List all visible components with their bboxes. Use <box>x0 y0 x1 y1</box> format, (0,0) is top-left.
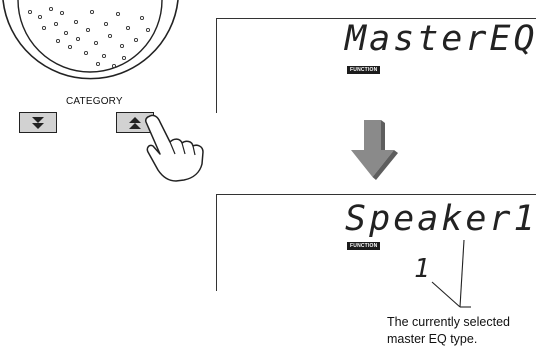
category-down-button[interactable] <box>19 112 57 133</box>
lcd-display-top: MasterEQ FUNCTION <box>216 18 536 113</box>
caption-line-1: The currently selected <box>387 315 510 329</box>
pointing-hand-icon <box>145 114 204 182</box>
category-label: CATEGORY <box>66 96 123 107</box>
eq-type-number: 1 <box>414 254 430 284</box>
caption-line-2: master EQ type. <box>387 332 478 346</box>
double-chevron-down-icon <box>32 117 44 129</box>
dial-icon <box>2 0 179 80</box>
lcd-main-text: Speaker1 <box>345 199 536 239</box>
big-down-arrow-icon <box>351 120 398 180</box>
callout-lines <box>431 239 471 308</box>
double-chevron-up-icon <box>129 117 141 129</box>
lcd-main-text: MasterEQ <box>345 19 536 59</box>
function-indicator: FUNCTION <box>347 66 381 74</box>
category-up-button[interactable] <box>116 112 154 133</box>
lcd-display-bottom: Speaker1 FUNCTION 1 <box>216 194 536 291</box>
function-indicator: FUNCTION <box>347 242 381 250</box>
